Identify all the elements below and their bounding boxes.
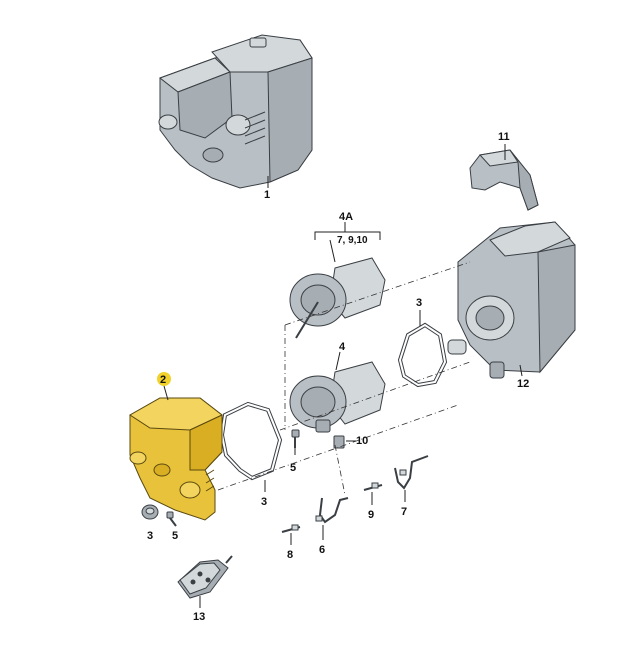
callout-7: 7	[401, 506, 407, 518]
highlighted-unit-part-2[interactable]	[129, 397, 223, 521]
connector-part-10[interactable]	[333, 435, 345, 449]
assembly-axis-lines	[217, 261, 471, 496]
callout-5-lower: 5	[172, 530, 178, 542]
remote-control-part-13[interactable]	[177, 555, 233, 599]
terminal-part-7[interactable]	[394, 455, 429, 490]
gasket-part-3-right[interactable]	[397, 322, 448, 388]
callout-10: 10	[356, 435, 368, 447]
callout-4A: 4A	[339, 211, 353, 223]
callout-3-upper: 3	[416, 297, 422, 309]
plug-part-3[interactable]	[141, 504, 159, 520]
heater-housing-part-12[interactable]	[447, 221, 576, 379]
terminal-part-6[interactable]	[315, 497, 349, 524]
heater-unit-part-1[interactable]	[158, 34, 313, 189]
pin-part-9[interactable]	[363, 482, 383, 491]
pin-part-8[interactable]	[281, 524, 301, 533]
callout-9: 9	[368, 509, 374, 521]
blower-motor-part-4[interactable]	[289, 361, 386, 433]
callout-8: 8	[287, 549, 293, 561]
callout-6: 6	[319, 544, 325, 556]
callout-3-lower: 3	[147, 530, 153, 542]
screw-part-5-upper[interactable]	[291, 429, 300, 448]
callout-2-highlight	[157, 372, 171, 386]
screw-part-5-lower[interactable]	[166, 511, 177, 527]
callout-4A-subparts: 7, 9,10	[337, 235, 368, 246]
blower-motor-part-4A[interactable]	[289, 257, 386, 339]
callout-12: 12	[517, 378, 529, 390]
callout-3-middle: 3	[261, 496, 267, 508]
callout-13: 13	[193, 611, 205, 623]
cover-part-11[interactable]	[469, 149, 539, 211]
callout-4: 4	[339, 341, 346, 353]
callout-1: 1	[264, 189, 270, 201]
gasket-part-3-left[interactable]	[219, 401, 283, 481]
callout-5-upper: 5	[290, 462, 296, 474]
callout-11: 11	[498, 131, 510, 143]
callout-2: 2	[160, 374, 166, 386]
